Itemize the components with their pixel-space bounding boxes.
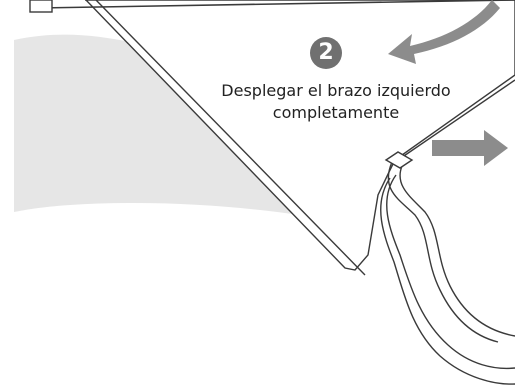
arm-joint	[384, 151, 414, 169]
hanging-cord	[386, 174, 515, 370]
fabric-left-edge	[95, 0, 366, 276]
gray-wall-area	[14, 34, 300, 215]
step-caption: Desplegar el brazo izquierdo completamen…	[196, 80, 476, 124]
hanging-cord-2	[380, 177, 515, 385]
folded-arm	[387, 161, 499, 343]
step-number-badge: 2	[310, 37, 342, 69]
top-rail	[37, 0, 515, 9]
caption-line-2: completamente	[272, 103, 400, 122]
left-bracket	[29, 0, 53, 13]
fabric-right-edge	[397, 79, 515, 161]
right-arrow-icon	[432, 130, 508, 166]
caption-line-1: Desplegar el brazo izquierdo	[221, 81, 451, 100]
folded-arm-2	[399, 165, 515, 337]
curved-arrow-icon	[388, 0, 500, 64]
awning-fabric	[85, 0, 515, 271]
